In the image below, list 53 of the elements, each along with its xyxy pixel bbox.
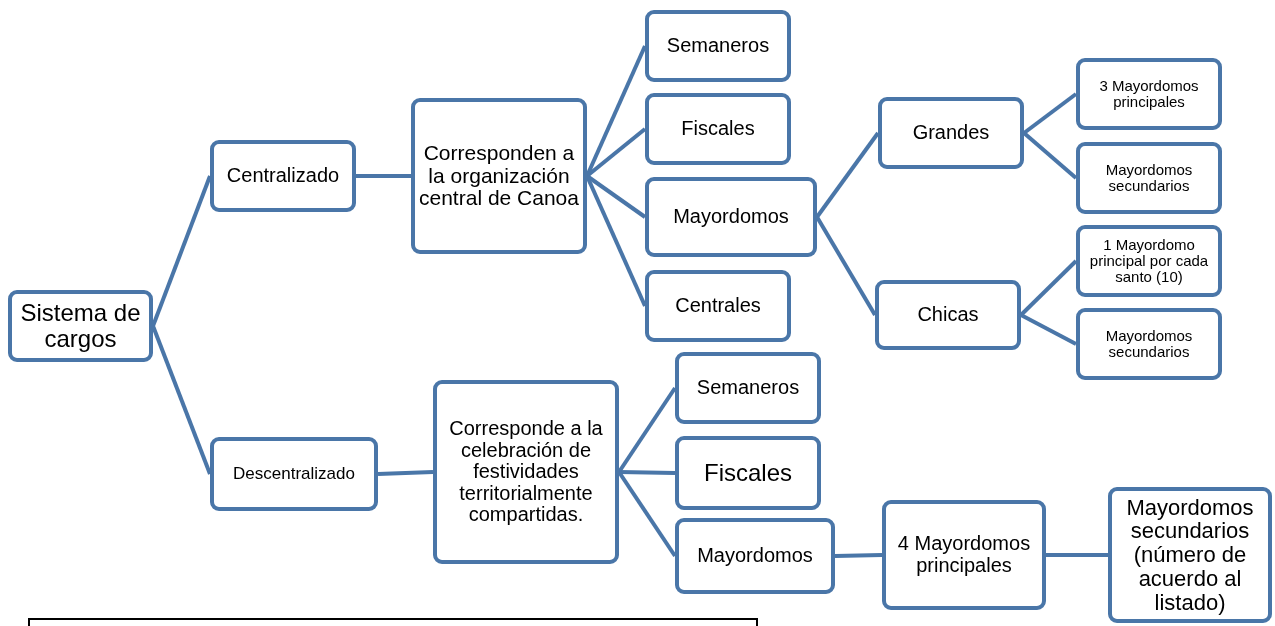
box-label: Centralizado [226, 165, 340, 187]
process-box [411, 98, 587, 254]
process-box [433, 380, 619, 564]
process-box [1076, 308, 1222, 380]
connector-line [1020, 313, 1077, 346]
connector-line [356, 174, 411, 178]
connector-line [834, 553, 883, 558]
box-label: Fiscales [704, 460, 792, 486]
connector-line [1022, 131, 1078, 180]
process-box [645, 10, 791, 82]
box-label: Fiscales [681, 118, 755, 140]
connector-line [815, 131, 880, 219]
process-box [882, 500, 1046, 610]
box-label: Chicas [917, 304, 979, 326]
process-box [675, 518, 835, 594]
process-box [645, 177, 817, 257]
process-box [645, 93, 791, 165]
connector-line [1022, 92, 1078, 135]
process-box [8, 290, 153, 362]
box-label: 4 Mayordomos principales [896, 533, 1032, 577]
process-box [1108, 487, 1272, 623]
box-label: Mayordomos secundarios [1104, 161, 1194, 195]
process-box [1076, 225, 1222, 297]
connector-line [1019, 259, 1078, 317]
box-label: Descentralizado [233, 464, 355, 484]
box-label: 1 Mayordomo principal por cada santo (10) [1088, 236, 1210, 286]
connector-line [618, 470, 676, 475]
process-box [875, 280, 1021, 350]
box-label: Mayordomos secundarios (número de acuerdo al listado) [1125, 495, 1255, 615]
process-box [1076, 142, 1222, 214]
connector-line [151, 175, 212, 327]
connector-line [815, 215, 877, 317]
box-label: Semaneros [696, 377, 800, 399]
process-box [675, 352, 821, 424]
box-label: Mayordomos secundarios [1104, 327, 1194, 361]
box-label: Grandes [912, 122, 990, 144]
box-label: Mayordomos [697, 545, 813, 567]
process-box [210, 437, 378, 511]
box-label: Corresponden a la organización central de Canoa [419, 142, 579, 210]
box-label: Mayordomos [673, 206, 789, 228]
process-box [1076, 58, 1222, 130]
box-label: 3 Mayordomos principales [1098, 77, 1200, 111]
connector-line [1046, 553, 1108, 557]
box-label: Corresponde a la celebración de festividades territorialmente compartidas. [448, 418, 604, 526]
process-box [675, 436, 821, 510]
box-label: Centrales [675, 295, 761, 317]
box-label: Semaneros [666, 35, 770, 57]
process-box [645, 270, 791, 342]
process-box [878, 97, 1024, 169]
connector-line [151, 325, 212, 475]
box-label: Sistema de cargos [19, 300, 142, 352]
connector-line [377, 470, 434, 476]
process-box [210, 140, 356, 212]
